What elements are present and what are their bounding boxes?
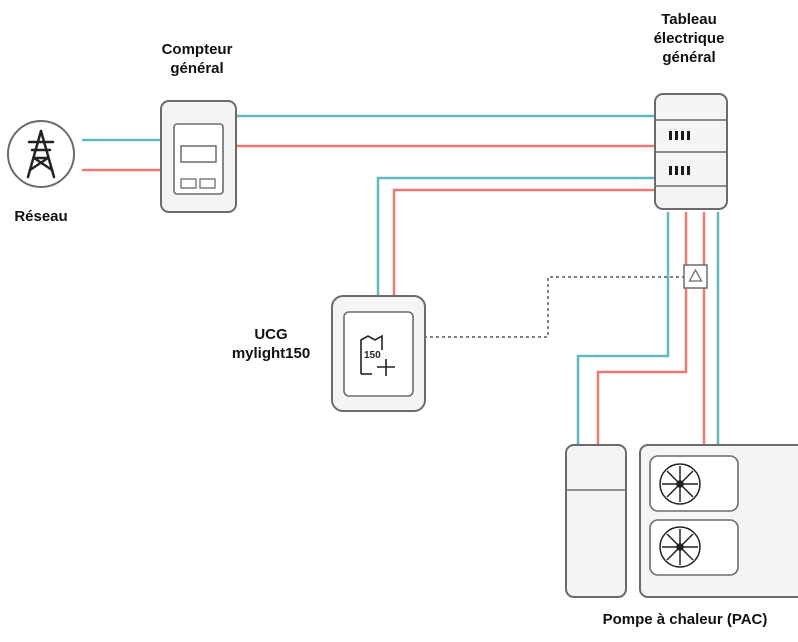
main-panel-device [654, 93, 728, 210]
red-wires [82, 144, 706, 446]
fan-icon [659, 463, 701, 505]
breaker-row-upper [669, 131, 690, 140]
sensor-box [683, 264, 708, 289]
ucg-face [343, 311, 414, 397]
sensor-triangle [688, 268, 703, 282]
breaker-row-lower [669, 166, 690, 175]
ucg-device: 150 [331, 295, 426, 412]
panel-label-line3: général [662, 49, 716, 66]
panel-label-line2: électrique [653, 30, 725, 47]
meter-label: Compteur général [142, 40, 252, 78]
grid-node [7, 120, 75, 188]
ucg-label: UCG mylight150 [216, 325, 326, 363]
meter-display [180, 145, 217, 163]
meter-label-line2: général [170, 60, 224, 77]
heatpump-label: Pompe à chaleur (PAC) [602, 611, 768, 628]
meter-device [160, 100, 237, 213]
current-sensor-icon [683, 264, 708, 289]
grid-label: Réseau [14, 208, 68, 225]
wire-panel-ucg-red [392, 188, 655, 298]
ucg-label-line1: UCG [254, 326, 288, 343]
fan-icon [659, 526, 701, 568]
panel-label-line1: Tableau [661, 11, 717, 28]
ucg-label-line2: mylight150 [231, 345, 311, 362]
blue-wires [82, 114, 720, 446]
meter-button-right [199, 178, 216, 189]
signal-line [424, 276, 684, 338]
wire-panel-pac-blue-outer [576, 212, 670, 446]
heatpump-outdoor-unit [639, 444, 798, 598]
meter-label-line1: Compteur [161, 41, 233, 58]
indoor-unit-body [565, 444, 627, 598]
heatpump-indoor-unit [565, 444, 627, 598]
mylight-logo-icon [360, 334, 395, 376]
wire-panel-ucg-blue [376, 176, 655, 298]
meter-button-left [180, 178, 197, 189]
wire-panel-pac-red-outer [596, 212, 688, 446]
transmission-tower-icon [26, 129, 56, 179]
ucg-device-text: 150 [364, 350, 381, 361]
grid-circle [7, 120, 75, 188]
panel-label: Tableau électrique général [634, 10, 744, 67]
